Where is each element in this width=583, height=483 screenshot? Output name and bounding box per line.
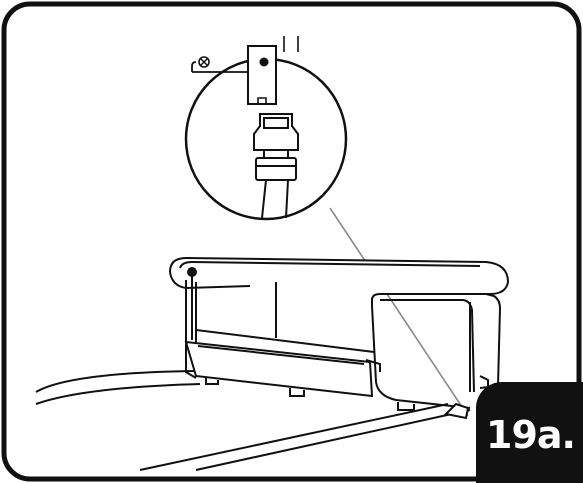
bedside-crib-icon <box>169 256 510 420</box>
detail-magnifier <box>184 36 348 221</box>
floor-lines <box>35 370 471 471</box>
strap <box>261 150 289 219</box>
callout-leader-line <box>329 207 469 417</box>
strap-buckle-icon <box>253 113 299 181</box>
step-number-badge: 19a. <box>476 382 583 483</box>
bracket-plate <box>247 45 277 105</box>
step-number-label: 19a. <box>486 412 576 457</box>
screw-icon <box>198 56 210 68</box>
